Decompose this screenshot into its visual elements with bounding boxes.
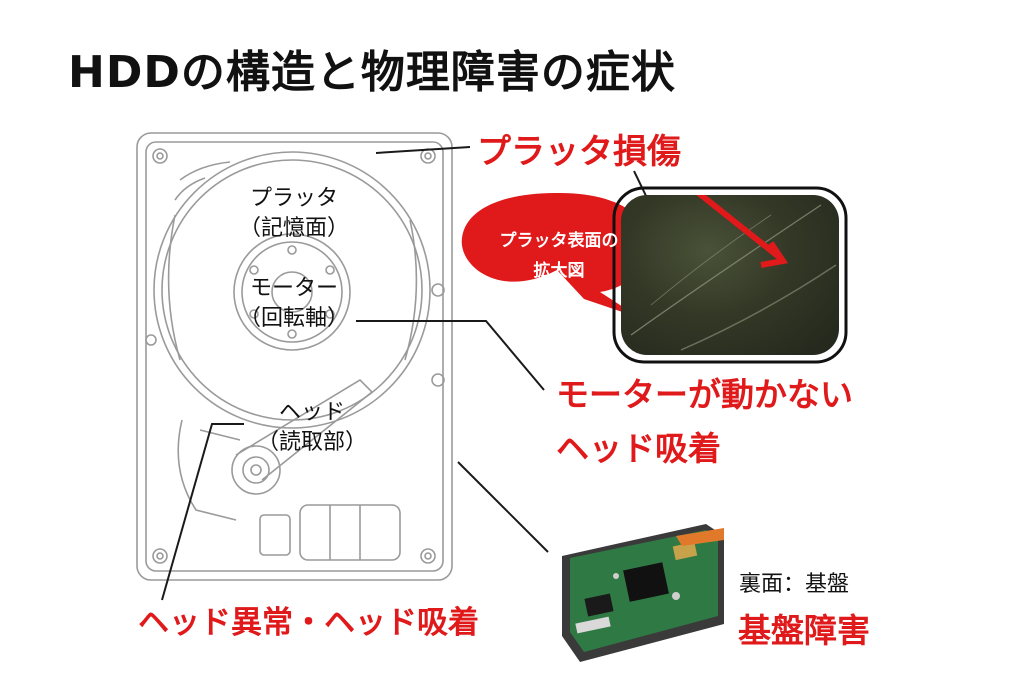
board-failure-callout: 基盤障害 [738, 611, 870, 650]
platter-damage-callout: プラッタ損傷 [477, 132, 681, 172]
page-title: HDDの構造と物理障害の症状 [68, 47, 676, 98]
platter-surface-photo [621, 195, 839, 355]
head-label: ヘッド （読取部） [250, 398, 374, 458]
bubble-line-2: 拡大図 [533, 261, 585, 281]
hdd-outline [136, 132, 453, 581]
motor-leader [356, 320, 545, 391]
platter-leader [375, 146, 471, 154]
motor-label-line-1: モーター [249, 276, 338, 301]
spindle-motor [233, 233, 351, 351]
platter-label-line-1: プラッタ [249, 186, 338, 211]
head-label-line-2: （読取部） [256, 430, 367, 455]
bubble-line-1: プラッタ表面の [499, 231, 619, 251]
board-leader [457, 461, 549, 553]
head-leader [161, 423, 244, 601]
platter-label: プラッタ （記憶面） [232, 184, 356, 244]
head-stuck-callout: ヘッド吸着 [556, 429, 721, 468]
head-label-line-1: ヘッド [278, 400, 345, 425]
head-abnormal-callout: ヘッド異常・ヘッド吸着 [138, 605, 479, 641]
leader-lines [161, 146, 549, 601]
platter-scratch-art [630, 195, 837, 351]
motor-label: モーター （回転軸） [232, 274, 356, 334]
red-pointer-arrow [696, 195, 781, 260]
bubble-caption: プラッタ表面の 拡大図 [474, 226, 644, 286]
platter-label-line-2: （記憶面） [238, 216, 349, 241]
board-caption: 裏面：基盤 [739, 572, 850, 597]
head-actuator [174, 161, 401, 561]
circuit-board-photo [556, 516, 724, 666]
magnify-bubble [461, 192, 648, 318]
motor-label-line-2: （回転軸） [238, 306, 349, 331]
platter-photo-frame [612, 186, 848, 364]
motor-failure-callout: モーターが動かない [556, 375, 853, 414]
circuit-board-art [562, 524, 724, 662]
platter [153, 151, 431, 429]
